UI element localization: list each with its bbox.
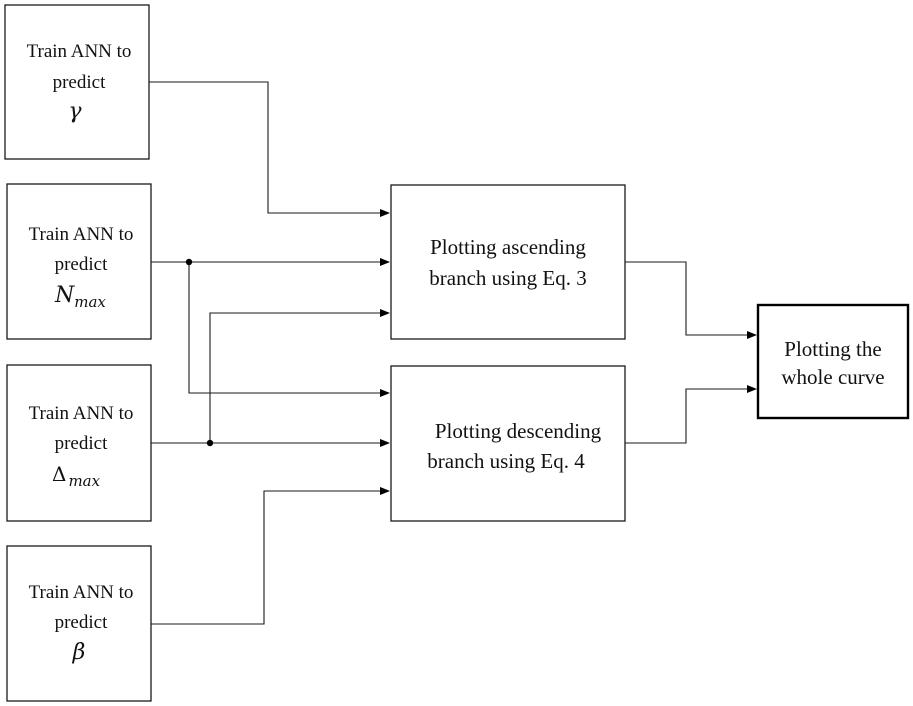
connector-deltamax-to-ascending [209, 309, 390, 443]
input-box-beta-line2: predict [55, 612, 108, 633]
ascending-branch-box: Plotting ascending branch using Eq. 3 [390, 184, 626, 340]
whole-curve-box: Plotting the whole curve [756, 303, 910, 420]
beta-symbol: β [72, 640, 86, 665]
whole-curve-frame [756, 303, 910, 420]
connector-gamma-to-ascending [149, 81, 390, 217]
descending-branch-box: Plotting descending branch using Eq. 4 [390, 365, 626, 522]
input-box-nmax-line2: predict [55, 254, 108, 275]
gamma-symbol: γ [68, 99, 82, 124]
input-box-deltamax-frame [6, 364, 152, 522]
input-box-beta: Train ANN to predict β [6, 545, 152, 702]
input-box-nmax-line1: Train ANN to [29, 224, 134, 245]
input-box-gamma-line2: predict [53, 72, 106, 93]
connector-beta-to-descending [151, 487, 390, 625]
nmax-symbol: Nmax [54, 283, 106, 311]
ascending-branch-line2: branch using Eq. 3 [429, 266, 586, 290]
junction-dot-deltamax [206, 439, 214, 447]
descending-branch-frame [390, 365, 626, 522]
input-box-gamma-frame [4, 4, 150, 160]
connector-nmax-to-descending [188, 262, 390, 397]
ascending-branch-frame [390, 184, 626, 340]
input-box-nmax-frame [6, 183, 152, 340]
input-box-deltamax-line2: predict [55, 433, 108, 454]
junction-dot-nmax [185, 258, 193, 266]
descending-branch-line1: Plotting descending [435, 419, 602, 443]
connector-ascending-to-output [625, 261, 757, 339]
whole-curve-line1: Plotting the [784, 337, 881, 361]
input-box-gamma-line1: Train ANN to [27, 41, 132, 62]
input-box-beta-frame [6, 545, 152, 702]
input-box-deltamax-line1: Train ANN to [29, 403, 134, 424]
input-box-beta-line1: Train ANN to [29, 582, 134, 603]
descending-branch-line2: branch using Eq. 4 [427, 449, 585, 473]
connector-descending-to-output [625, 385, 757, 444]
ascending-branch-line1: Plotting ascending [430, 235, 586, 259]
input-box-gamma: Train ANN to predict γ [4, 4, 150, 160]
whole-curve-line2: whole curve [781, 365, 884, 389]
input-box-nmax: Train ANN to predict Nmax [6, 183, 152, 340]
